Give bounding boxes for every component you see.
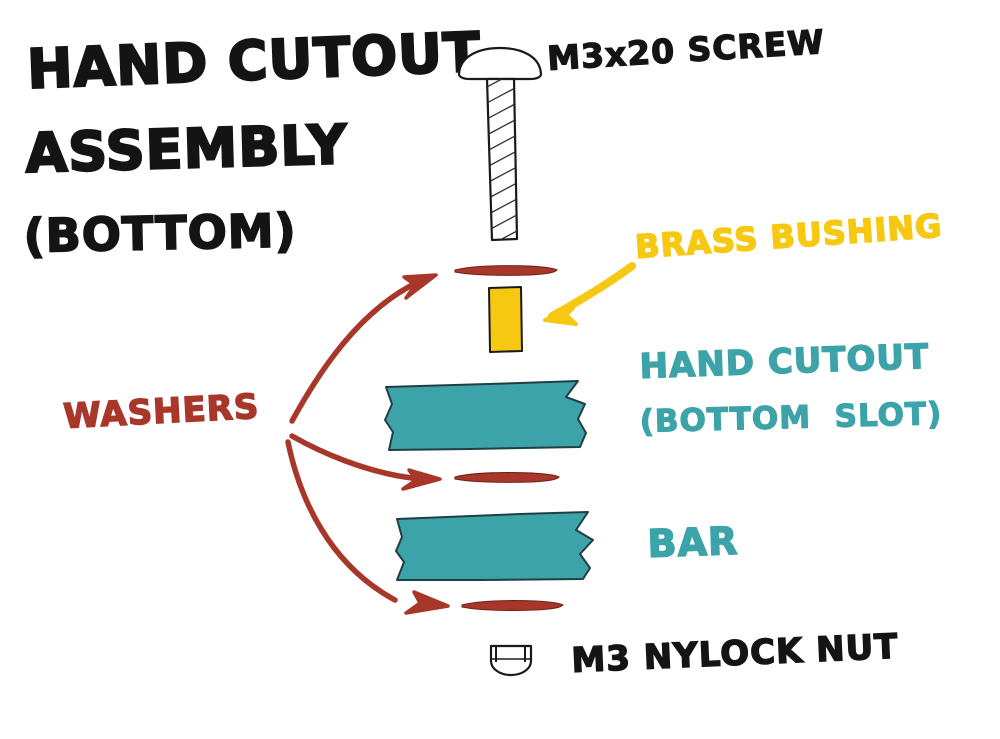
title-line-3: (BOTTOM) xyxy=(23,203,297,263)
washer-arrow-bottom xyxy=(285,439,450,615)
hand-cutout-plate xyxy=(384,380,587,451)
brass-bushing-arrow xyxy=(543,262,636,326)
page-title: HAND CUTOUT ASSEMBLY (BOTTOM) xyxy=(22,19,483,263)
nut-body xyxy=(489,644,533,677)
m3-nylock-nut-drawing xyxy=(489,644,533,677)
title-line-2: ASSEMBLY xyxy=(25,113,349,185)
screw-hatching xyxy=(487,79,517,240)
label-hand-cutout-line2: (BOTTOM SLOT) xyxy=(639,396,942,440)
m3x20-screw-drawing xyxy=(457,46,543,242)
label-bar: BAR xyxy=(647,519,739,566)
washer-bottom xyxy=(461,600,564,611)
screw-head xyxy=(457,46,543,81)
washer-arrow-top xyxy=(289,273,438,424)
washer-middle xyxy=(454,472,560,483)
brass-bushing xyxy=(488,286,523,353)
washer-top xyxy=(454,265,558,276)
bar-plate xyxy=(395,511,594,581)
washer-arrow-middle xyxy=(289,433,442,491)
